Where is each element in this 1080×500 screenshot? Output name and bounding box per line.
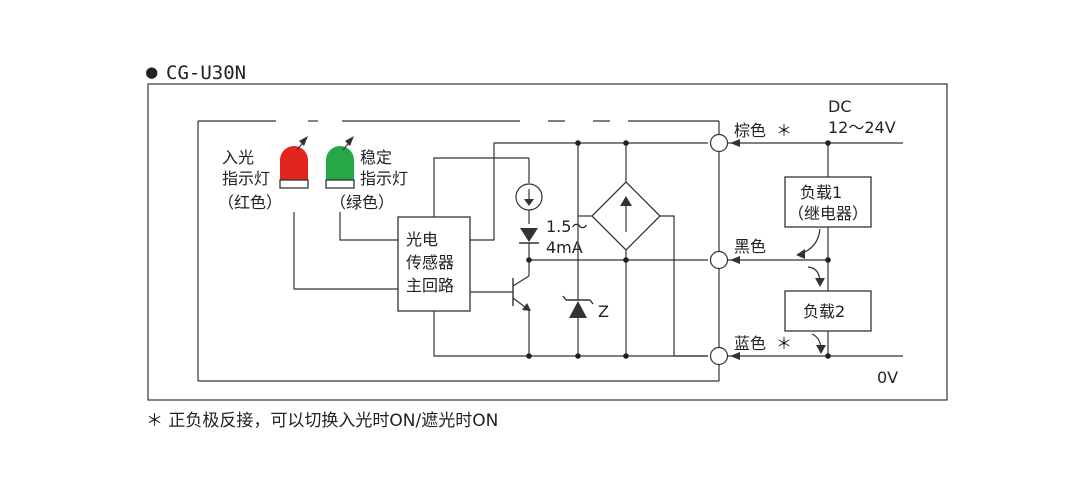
- red-led-label-3: （红色）: [218, 193, 282, 212]
- sensor-power-wire: [470, 142, 708, 241]
- red-led-label-2: 指示灯: [222, 169, 270, 188]
- red-led-icon: [279, 136, 309, 189]
- sensor-ground-wire: [433, 311, 708, 357]
- supply-label-2: 12～24V: [828, 118, 896, 137]
- green-led-wire: [339, 212, 398, 241]
- green-led-label-1: 稳定: [360, 148, 392, 167]
- load1-label-2: （继电器）: [788, 204, 868, 223]
- sensor-circuit-box: [397, 216, 471, 312]
- green-led-label-2: 指示灯: [360, 169, 408, 188]
- zero-volt-label: 0V: [877, 368, 898, 387]
- sensor-supply-wire: [433, 157, 529, 217]
- sensor-circuit-label-1: 光电: [406, 230, 438, 249]
- sensor-circuit-label-2: 传感器: [406, 253, 454, 272]
- model-title: CG-U30N: [166, 62, 246, 84]
- red-led-wire: [293, 212, 398, 290]
- sensor-circuit-label-3: 主回路: [406, 276, 454, 295]
- black-wire-label: 黑色: [734, 237, 766, 256]
- supply-label-1: DC: [828, 97, 852, 116]
- flow-arrow-1: [799, 228, 821, 255]
- brown-wire-label: 棕色: [734, 121, 766, 140]
- zener-label: Z: [598, 302, 609, 321]
- load2-box: [784, 290, 872, 332]
- green-led-label-3: （绿色）: [330, 193, 394, 212]
- zener-diode-icon: [562, 295, 594, 318]
- blue-wire-label: 蓝色: [734, 334, 766, 353]
- outer-frame: [147, 83, 948, 401]
- blue-asterisk: ＊: [776, 334, 792, 353]
- bridge-rectifier-icon: [591, 181, 661, 251]
- brown-asterisk: ＊: [776, 121, 792, 140]
- transistor-icon: [470, 260, 531, 356]
- load2-label: 负载2: [803, 302, 845, 321]
- load1-label-1: 负载1: [800, 183, 842, 202]
- current-label-1: 1.5～: [546, 217, 587, 236]
- green-led-icon: [325, 136, 355, 189]
- footnote: ＊ 正负极反接，可以切换入光时ON/遮光时ON: [146, 411, 498, 431]
- load1-box: [784, 176, 872, 228]
- title-bullet: ●: [146, 61, 158, 83]
- black-terminal: [709, 250, 729, 270]
- brown-terminal: [709, 133, 729, 153]
- blue-terminal: [709, 346, 729, 366]
- current-label-2: 4mA: [546, 238, 583, 257]
- red-led-label-1: 入光: [222, 148, 254, 167]
- diode-icon: [519, 228, 539, 244]
